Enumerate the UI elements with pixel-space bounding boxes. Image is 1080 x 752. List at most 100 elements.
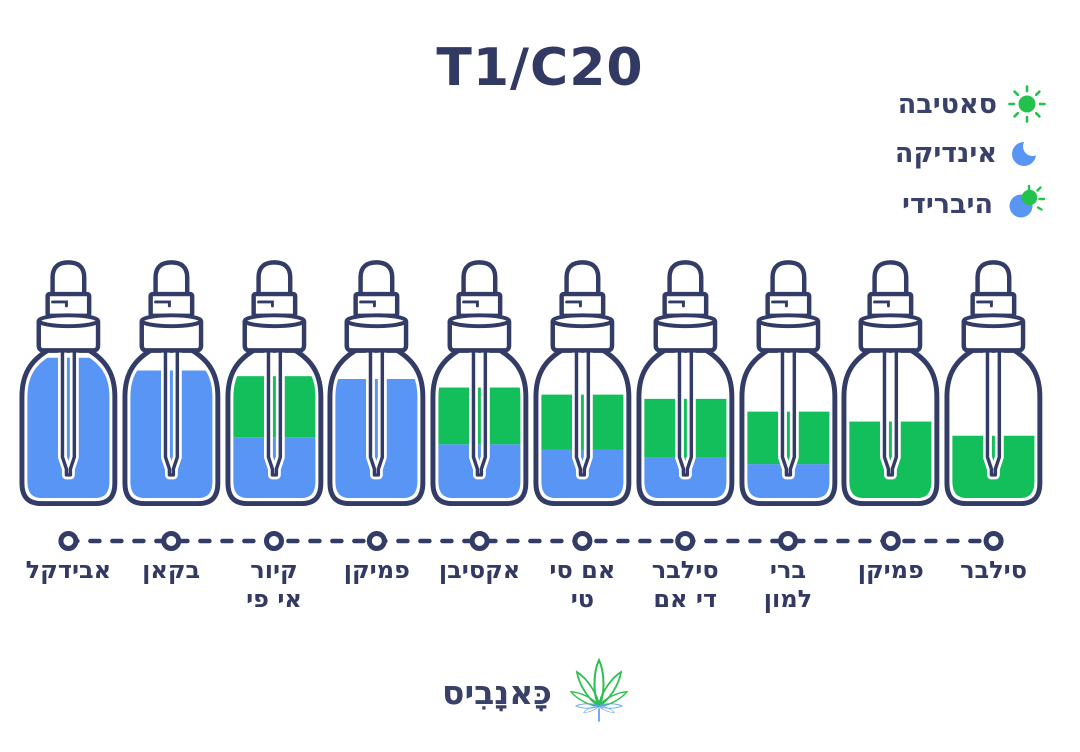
cap-rim: [447, 313, 512, 329]
brand-name: כָּאנָבִיס: [442, 672, 552, 712]
dropper-collar: [456, 291, 503, 319]
bottle-label: סילבר: [960, 556, 1028, 584]
cap-rim: [756, 313, 820, 329]
dropper-bottle: [122, 260, 221, 507]
dropper-collar: [148, 291, 195, 319]
bottle-cap: [756, 320, 820, 353]
bottle-column: [737, 258, 840, 508]
cap-rim: [345, 313, 409, 329]
axis-point: [880, 531, 901, 551]
collar-detail-line: [153, 300, 171, 308]
bottle-column: [120, 258, 223, 508]
pipette: [366, 348, 388, 480]
dropper-bulb: [667, 260, 704, 299]
bottle-column: [428, 258, 531, 508]
dropper-collar: [764, 291, 811, 319]
liquid-fill: [335, 379, 418, 499]
legend-label-hybrid: היברידי: [902, 188, 993, 220]
dropper-bottle: [533, 260, 632, 507]
collar-detail-line: [256, 300, 274, 308]
collar-detail-line: [565, 300, 582, 308]
bottle-label: סילבר די אם: [651, 556, 719, 613]
sativa-fill: [541, 394, 624, 450]
liquid-fill: [232, 376, 316, 499]
brand-logo: כָּאנָבִיס: [0, 654, 1080, 736]
dropper-collar: [353, 291, 400, 319]
axis-point: [572, 531, 593, 551]
dropper-collar: [251, 291, 297, 319]
sativa-fill: [644, 398, 727, 458]
pipette: [263, 348, 285, 480]
cap-rim: [242, 313, 306, 329]
page-title: T1/C20: [436, 38, 644, 98]
bottles-row: [17, 258, 1045, 508]
bottle-cap: [961, 320, 1026, 353]
hybrid-icon: [1009, 184, 1046, 218]
cap-rim: [36, 313, 101, 329]
axis-point: [778, 531, 798, 551]
dropper-bulb: [872, 260, 909, 299]
dropper-bulb: [255, 260, 293, 299]
axis-point: [161, 531, 182, 551]
collar-detail-line: [770, 300, 788, 308]
axis-point: [983, 531, 1004, 551]
sativa-fill: [438, 387, 521, 445]
dropper-collar: [867, 291, 914, 319]
pipette: [58, 348, 79, 480]
bottle-column: [223, 258, 326, 508]
bottle-label: בקאן: [142, 556, 201, 584]
axis-point: [58, 531, 79, 551]
bottle-column: [634, 258, 737, 508]
collar-detail-line: [462, 300, 480, 308]
collar-detail-line: [51, 300, 68, 308]
sativa-fill: [232, 376, 316, 438]
sativa-fill: [849, 421, 932, 499]
pipette: [674, 348, 696, 480]
bottle-label: קיור אי פי: [246, 556, 302, 613]
bottle-label: פמיקן: [857, 556, 924, 584]
pipette: [777, 348, 799, 480]
cap-rim: [550, 313, 615, 329]
dropper-bottle: [636, 260, 735, 507]
cap-rim: [859, 313, 923, 329]
dropper-bottle: [225, 260, 323, 507]
liquid-fill: [849, 421, 932, 499]
liquid-fill: [644, 398, 727, 499]
bottle-column: [531, 258, 634, 508]
liquid-fill: [438, 387, 521, 499]
dropper-collar: [559, 291, 606, 319]
legend-row-sativa: סאטיבה: [895, 84, 1047, 124]
collar-detail-line: [667, 300, 685, 308]
bottle-label: אבידקל: [25, 556, 112, 584]
dropper-bulb: [153, 260, 190, 299]
collar-detail-line: [873, 300, 891, 308]
bottle-column: [17, 258, 120, 508]
bottle-cap: [447, 320, 512, 353]
strain-axis: [58, 531, 1004, 551]
liquid-fill: [541, 394, 624, 499]
bottle-cap: [858, 320, 923, 353]
pipette: [983, 348, 1004, 480]
bottle-cap: [139, 320, 204, 353]
bottle-cap: [344, 320, 409, 353]
cap-rim: [653, 313, 717, 329]
bottle-column: [942, 258, 1045, 508]
dropper-bottle: [739, 260, 837, 507]
cap-rim: [139, 313, 203, 329]
axis-point: [469, 531, 490, 551]
dropper-bulb: [358, 260, 395, 299]
dropper-bulb: [975, 260, 1012, 299]
dropper-bulb: [50, 260, 87, 299]
collar-detail-line: [976, 300, 994, 308]
legend-row-hybrid: היברידי: [895, 182, 1047, 226]
indica-fill: [335, 379, 418, 499]
cap-rim: [961, 313, 1026, 329]
moon-icon: [1012, 137, 1042, 166]
axis-point: [366, 531, 387, 551]
dropper-bottle: [19, 260, 118, 507]
bottle-cap: [242, 320, 306, 353]
axis-point: [675, 531, 696, 551]
bottle-cap: [550, 320, 615, 353]
